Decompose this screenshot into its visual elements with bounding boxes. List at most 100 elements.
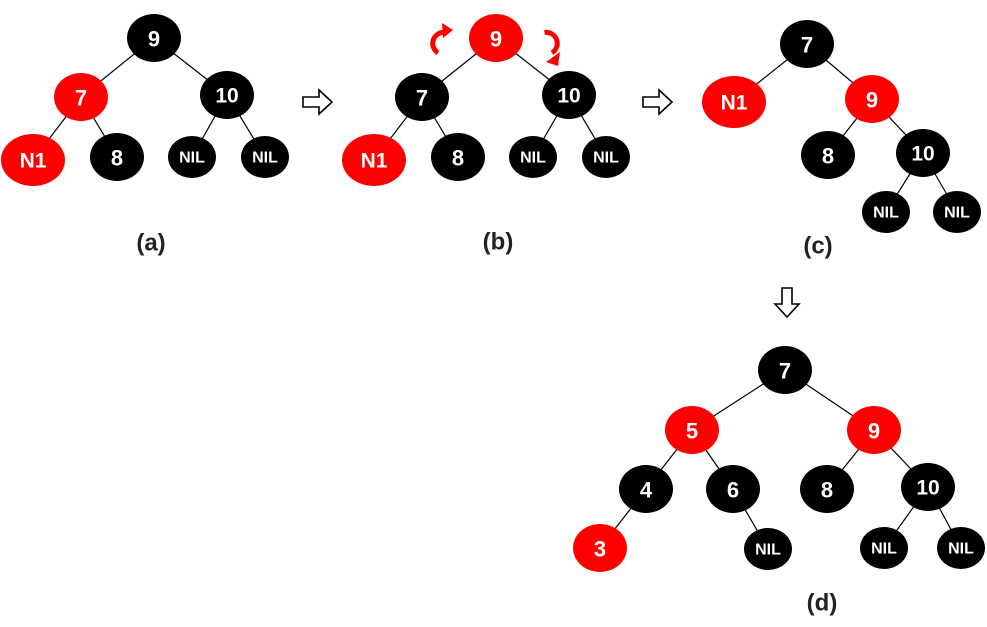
node-label: NIL xyxy=(252,150,278,167)
tree-node: NIL xyxy=(168,136,216,178)
node-black-circle xyxy=(744,528,792,570)
tree-node: NIL xyxy=(937,527,985,569)
node-red-circle xyxy=(342,134,406,186)
tree-node: 9 xyxy=(845,75,899,123)
tree-node: N1 xyxy=(342,134,406,186)
tree-node: 10 xyxy=(901,463,955,511)
caption-d: (d) xyxy=(807,590,838,617)
tree-node: NIL xyxy=(582,136,630,178)
node-black-circle xyxy=(860,527,908,569)
node-label: NIL xyxy=(520,150,546,167)
step-arrow-down-icon xyxy=(773,287,801,319)
tree-node: 10 xyxy=(542,71,596,119)
tree-node: 9 xyxy=(847,406,901,454)
arrows-layer xyxy=(302,23,801,319)
node-black-circle xyxy=(896,129,950,177)
node-label: N1 xyxy=(721,92,748,115)
tree-node: 8 xyxy=(431,133,485,181)
node-black-circle xyxy=(395,73,449,121)
tree-node: 7 xyxy=(54,73,108,121)
node-label: 9 xyxy=(866,88,878,113)
step-arrow-right-icon xyxy=(302,88,334,116)
node-red-circle xyxy=(845,75,899,123)
tree-node: NIL xyxy=(509,136,557,178)
tree-d: 7 5 9 4 6 8 10 3 NIL NIL NIL xyxy=(573,346,985,572)
node-red-circle xyxy=(702,76,766,128)
tree-node: NIL xyxy=(744,528,792,570)
node-label: 10 xyxy=(215,85,238,108)
node-label: NIL xyxy=(871,541,897,558)
rotation-arrow-clockwise-icon xyxy=(544,29,560,66)
node-label: N1 xyxy=(20,150,47,173)
node-black-circle xyxy=(862,191,910,233)
node-black-circle xyxy=(168,136,216,178)
node-label: 3 xyxy=(594,537,606,562)
tree-node: 8 xyxy=(90,133,144,181)
node-black-circle xyxy=(780,20,834,68)
node-black-circle xyxy=(901,463,955,511)
tree-node: 3 xyxy=(573,524,627,572)
tree-node: 10 xyxy=(896,129,950,177)
node-label: 7 xyxy=(75,86,87,111)
node-label: 5 xyxy=(686,419,698,444)
node-black-circle xyxy=(937,527,985,569)
node-black-circle xyxy=(582,136,630,178)
node-black-circle xyxy=(800,465,854,513)
node-label: 7 xyxy=(416,86,428,111)
tree-node: 7 xyxy=(758,346,812,394)
node-black-circle xyxy=(758,346,812,394)
caption-c: (c) xyxy=(803,233,832,260)
tree-node: 6 xyxy=(706,465,760,513)
tree-node: 9 xyxy=(127,14,181,62)
node-red-circle xyxy=(573,524,627,572)
tree-node: 9 xyxy=(469,14,523,62)
node-label: 9 xyxy=(868,419,880,444)
rotation-arrow-counter-clockwise-icon xyxy=(430,23,453,55)
node-label: 8 xyxy=(822,144,834,169)
node-black-circle xyxy=(933,191,981,233)
node-black-circle xyxy=(90,133,144,181)
node-label: NIL xyxy=(593,150,619,167)
node-red-circle xyxy=(469,14,523,62)
node-label: 10 xyxy=(911,143,934,166)
tree-node: N1 xyxy=(1,134,65,186)
node-label: 8 xyxy=(821,478,833,503)
tree-node: NIL xyxy=(862,191,910,233)
node-label: 8 xyxy=(111,146,123,171)
node-black-circle xyxy=(127,14,181,62)
node-black-circle xyxy=(509,136,557,178)
tree-node: 8 xyxy=(800,465,854,513)
node-label: N1 xyxy=(361,150,388,173)
node-black-circle xyxy=(801,131,855,179)
tree-node: 8 xyxy=(801,131,855,179)
node-label: NIL xyxy=(179,150,205,167)
tree-node: 5 xyxy=(665,406,719,454)
caption-a: (a) xyxy=(136,230,165,257)
node-red-circle xyxy=(1,134,65,186)
node-label: 10 xyxy=(916,477,939,500)
tree-node: 4 xyxy=(619,465,673,513)
node-black-circle xyxy=(542,71,596,119)
tree-node: 7 xyxy=(395,73,449,121)
step-arrow-right-icon xyxy=(642,88,674,116)
node-black-circle xyxy=(200,71,254,119)
tree-node: NIL xyxy=(933,191,981,233)
node-label: NIL xyxy=(755,542,781,559)
node-label: 6 xyxy=(727,478,739,503)
caption-b: (b) xyxy=(483,229,514,256)
node-black-circle xyxy=(619,465,673,513)
tree-node: 7 xyxy=(780,20,834,68)
tree-node: NIL xyxy=(241,136,289,178)
node-label: NIL xyxy=(873,205,899,222)
node-black-circle xyxy=(431,133,485,181)
node-red-circle xyxy=(847,406,901,454)
node-label: 10 xyxy=(557,85,580,108)
node-label: 9 xyxy=(490,27,502,52)
node-red-circle xyxy=(54,73,108,121)
node-label: 7 xyxy=(801,33,813,58)
node-label: 7 xyxy=(779,359,791,384)
